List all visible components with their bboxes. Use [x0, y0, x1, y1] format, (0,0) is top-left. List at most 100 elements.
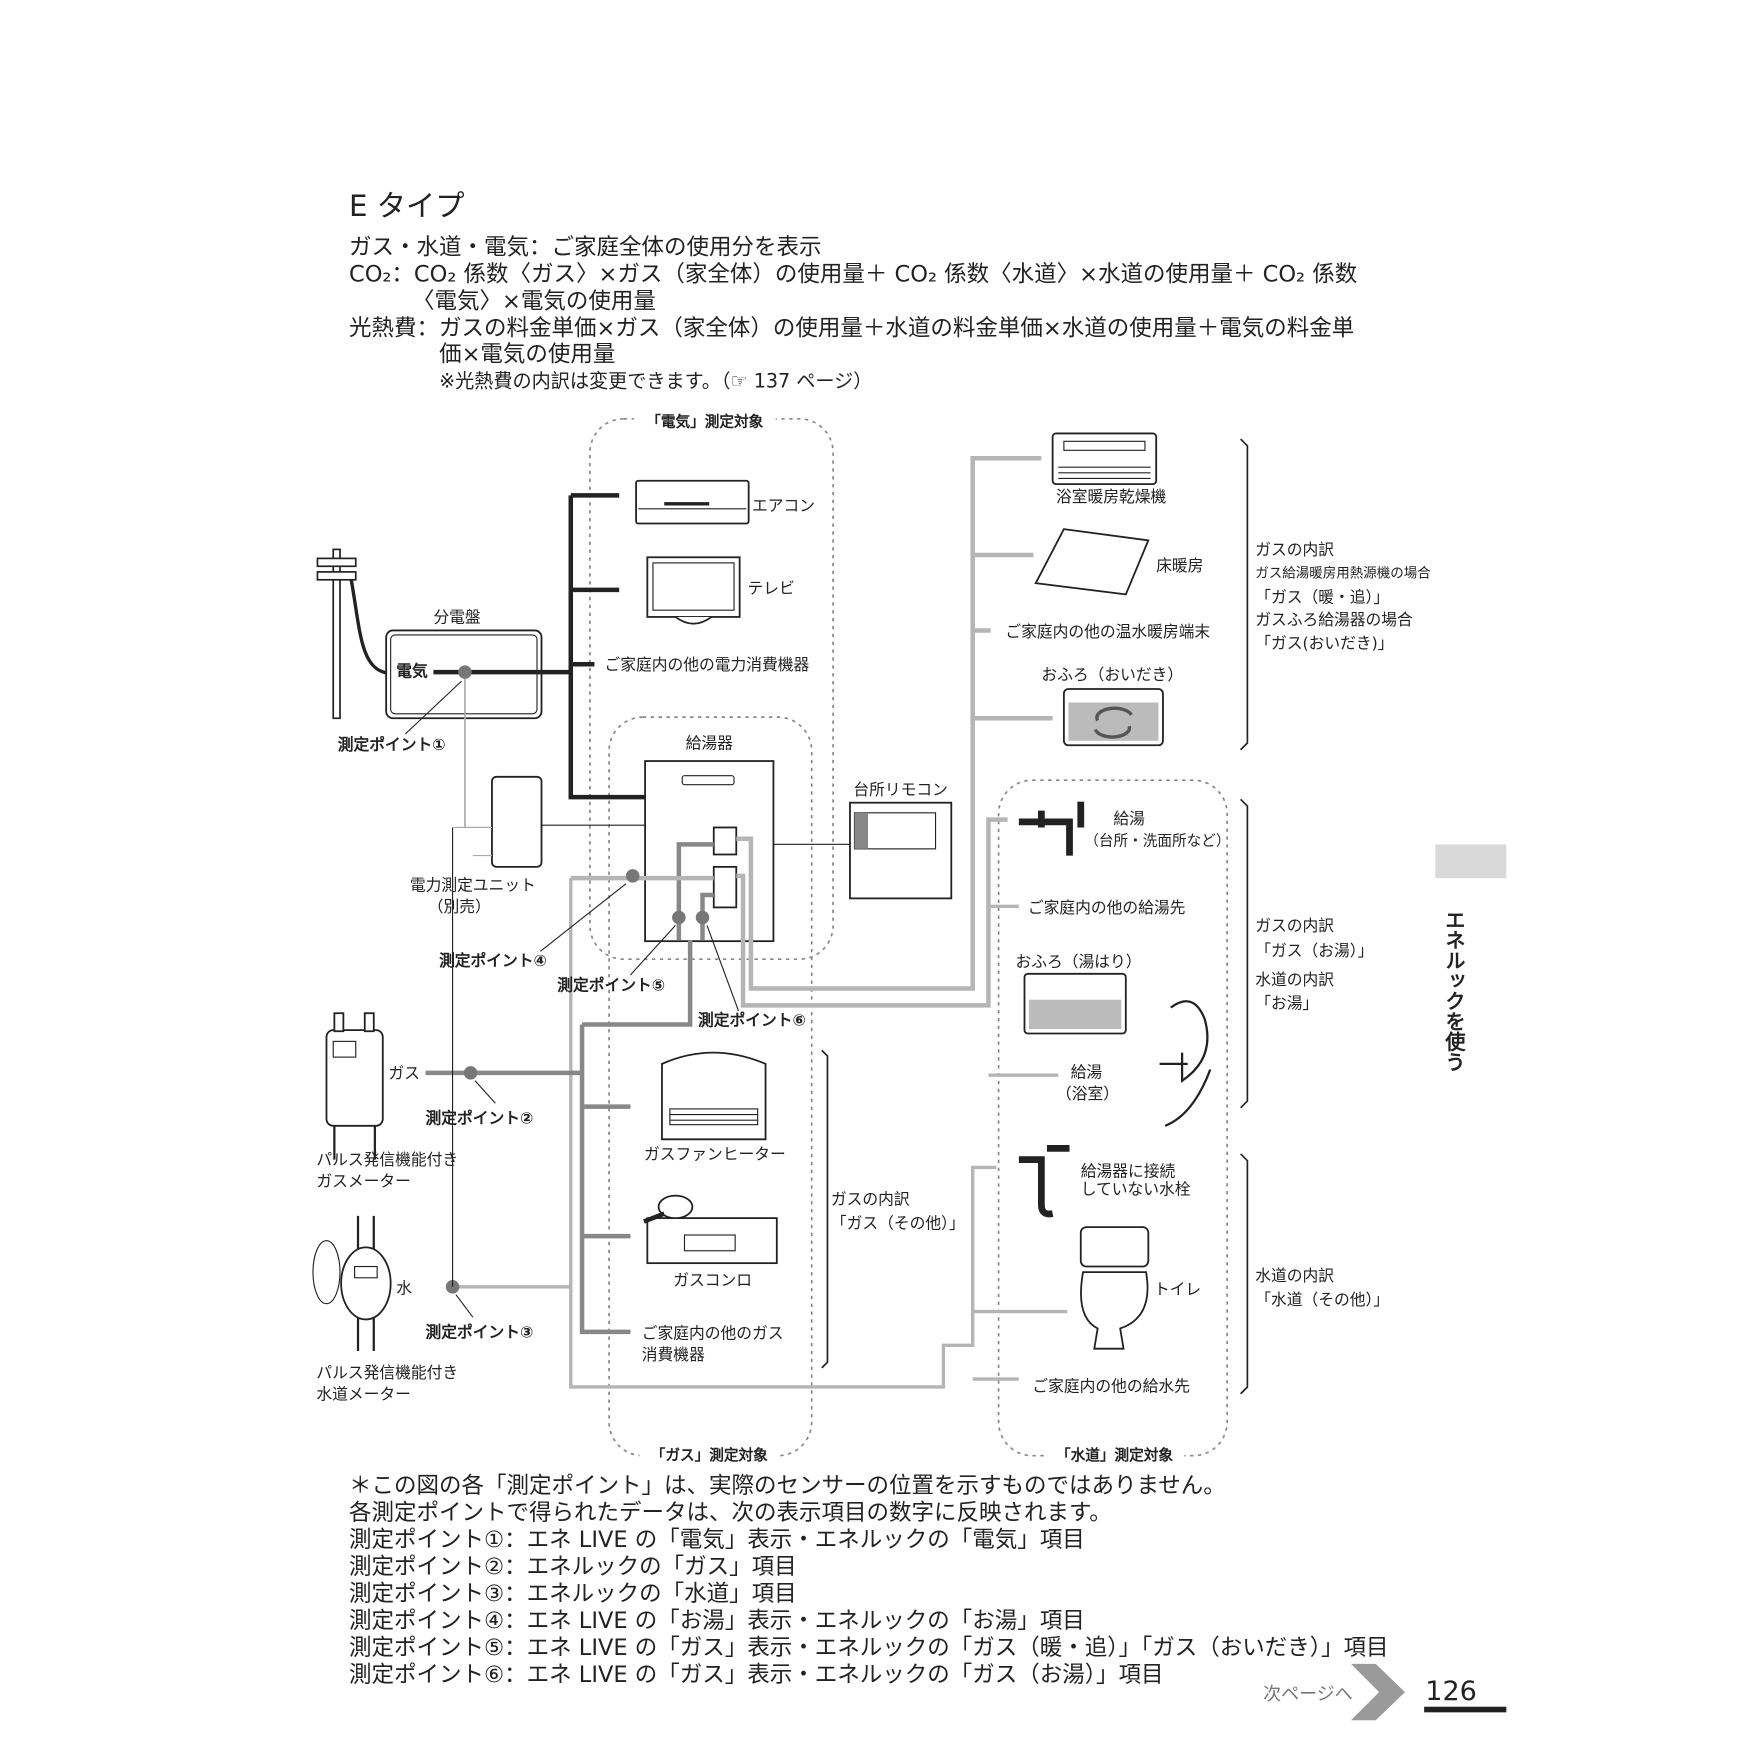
page-heading: E タイプ	[349, 189, 465, 223]
note-line: 「ガス(おいだき)」	[1255, 633, 1393, 652]
other-hot-water-label: ご家庭内の他の給湯先	[1028, 898, 1186, 917]
tap-label: 給湯器に接続	[1081, 1161, 1176, 1180]
kitchen-remote-icon	[849, 801, 953, 900]
note-line: ガスふろ給湯器の場合	[1255, 610, 1413, 629]
water-meter-label: パルス発信機能付き	[316, 1363, 458, 1382]
note-line: ガスの内訳	[831, 1190, 910, 1209]
water-zone-label: 「水道」測定対象	[1056, 1446, 1173, 1464]
bathtub-fill-icon	[1023, 972, 1127, 1035]
measure-point-2-label: 測定ポイント②	[426, 1109, 534, 1128]
tap-label-2: していない水栓	[1081, 1179, 1191, 1198]
bath-reheat-label: おふろ（おいだき）	[1041, 665, 1183, 684]
measure-point-1-label: 測定ポイント①	[338, 735, 446, 754]
measure-point-2-dot	[463, 1066, 478, 1080]
measure-point-5-label: 測定ポイント⑤	[557, 976, 665, 995]
brackets	[821, 438, 1249, 1395]
gas-stove-icon	[643, 1194, 778, 1265]
faucet-icon	[1018, 801, 1085, 856]
intro-text: ガス・水道・電気：ご家庭全体の使用分を表示 CO₂：CO₂ 係数〈ガス〉×ガス（…	[349, 234, 1357, 392]
footer-line: 各測定ポイントで得られたデータは、次の表示項目の数字に反映されます。	[349, 1500, 1112, 1526]
water-zone	[997, 779, 1228, 1457]
other-gas-devices-label-2: 消費機器	[642, 1345, 705, 1364]
page-number-bar	[1424, 1706, 1507, 1713]
panel-electric-label: 電気	[396, 662, 428, 681]
electric-wiring	[433, 493, 646, 800]
floor-heating-icon	[1034, 528, 1150, 596]
note-line: ガス給湯暖房用熱源機の場合	[1255, 565, 1431, 582]
measure-point-1-dot	[458, 665, 472, 679]
toilet-icon	[1079, 1226, 1150, 1350]
next-page-link[interactable]: 次ページへ	[1263, 1663, 1406, 1721]
side-tab-label: エネルックを使う	[1441, 910, 1466, 1072]
measure-point-arrows	[404, 680, 740, 1318]
bathroom-dryer-icon	[1051, 432, 1158, 485]
panel-label: 分電盤	[433, 608, 480, 627]
hot-water-breakdown-note: ガスの内訳 「ガス（お湯）」 水道の内訳 「お湯」	[1255, 916, 1373, 1013]
footer-line: 測定ポイント⑤：エネ LIVE の「ガス」表示・エネルックの「ガス（暖・追）」「…	[349, 1635, 1389, 1661]
gas-zone-label: 「ガス」測定対象	[651, 1446, 768, 1464]
bathroom-dryer-label: 浴室暖房乾燥機	[1056, 487, 1166, 506]
tv-label: テレビ	[748, 578, 795, 597]
note-line: 水道の内訳	[1255, 970, 1334, 989]
measure-point-3-label: 測定ポイント③	[426, 1322, 534, 1341]
note-line: 「ガス（お湯）」	[1255, 941, 1373, 960]
footer-line: 測定ポイント①：エネ LIVE の「電気」表示・エネルックの「電気」項目	[349, 1527, 1085, 1553]
power-unit-note: （別売）	[428, 897, 491, 916]
other-gas-devices-label: ご家庭内の他のガス	[642, 1324, 784, 1343]
air-conditioner-icon	[635, 479, 750, 525]
hot-water-bath-label: 給湯	[1071, 1062, 1103, 1081]
page-number: 126	[1425, 1676, 1477, 1707]
footer-line: 測定ポイント②：エネルックの「ガス」項目	[349, 1554, 797, 1580]
water-line-label: 水	[396, 1279, 412, 1298]
hot-water-bath-note: （浴室）	[1056, 1084, 1119, 1103]
water-tap-icon	[1018, 1144, 1070, 1218]
intro-line: ガス・水道・電気：ご家庭全体の使用分を表示	[349, 234, 822, 260]
water-meter-icon	[312, 1215, 392, 1351]
gas-meter-icon	[325, 1012, 384, 1160]
water-meter-label-2: 水道メーター	[316, 1384, 410, 1403]
bath-fill-label: おふろ（湯はり）	[1016, 952, 1142, 971]
page-reference-note: ※光熱費の内訳は変更できます。（☞ 137 ページ）	[439, 369, 872, 392]
gas-stove-label: ガスコンロ	[673, 1271, 752, 1290]
gas-other-breakdown-note: ガスの内訳 「ガス（その他）」	[831, 1190, 965, 1233]
electric-zone-label: 「電気」測定対象	[646, 413, 763, 431]
note-line: ガスの内訳	[1255, 916, 1334, 935]
measure-point-4-label: 測定ポイント④	[439, 951, 547, 970]
next-page-label[interactable]: 次ページへ	[1263, 1684, 1353, 1705]
measure-point-6-label: 測定ポイント⑥	[698, 1011, 806, 1030]
bathtub-reheat-icon	[1062, 688, 1164, 747]
utility-pole-icon	[316, 548, 389, 720]
hot-water-kitchen-note: （台所・洗面所など）	[1084, 832, 1230, 849]
gas-line-label: ガス	[388, 1064, 420, 1083]
heating-breakdown-note: ガスの内訳 ガス給湯暖房用熱源機の場合 「ガス（暖・追）」 ガスふろ給湯器の場合…	[1255, 540, 1431, 652]
chevron-right-icon[interactable]	[1350, 1663, 1406, 1721]
note-line: 「水道（その他）」	[1255, 1290, 1389, 1309]
gas-meter-label: パルス発信機能付き	[316, 1150, 458, 1169]
side-tab-marker	[1435, 844, 1507, 879]
water-heater-label: 給湯器	[686, 734, 733, 753]
water-heater	[644, 760, 775, 943]
aircon-label: エアコン	[752, 496, 815, 515]
footer-line: 測定ポイント③：エネルックの「水道」項目	[349, 1581, 797, 1607]
kitchen-remote-label: 台所リモコン	[853, 780, 947, 799]
hot-water-kitchen-label: 給湯	[1113, 809, 1145, 828]
power-unit-label: 電力測定ユニット	[410, 876, 536, 895]
water-other-breakdown-note: 水道の内訳 「水道（その他）」	[1255, 1266, 1389, 1309]
intro-line: CO₂：CO₂ 係数〈ガス〉×ガス（家全体）の使用量＋ CO₂ 係数〈水道〉×水…	[349, 261, 1357, 287]
tv-icon	[646, 556, 741, 625]
intro-line: 〈電気〉×電気の使用量	[412, 288, 656, 314]
other-electric-devices-label: ご家庭内の他の電力消費機器	[605, 655, 810, 674]
intro-line: 光熱費：ガスの料金単価×ガス（家全体）の使用量＋水道の料金単価×水道の使用量＋電…	[349, 315, 1354, 341]
power-measurement-unit	[491, 775, 543, 868]
note-line: 「お湯」	[1255, 994, 1318, 1013]
note-line: 「ガス（その他）」	[831, 1213, 965, 1232]
footer-line: 測定ポイント④：エネ LIVE の「お湯」表示・エネルックの「お湯」項目	[349, 1608, 1085, 1634]
intro-line: 価×電気の使用量	[439, 341, 615, 367]
note-line: ガスの内訳	[1255, 540, 1334, 559]
shower-icon	[1159, 1000, 1212, 1127]
footer-line: ＊この図の各「測定ポイント」は、実際のセンサーの位置を示すものではありません。	[349, 1473, 1226, 1499]
footer-notes: ＊この図の各「測定ポイント」は、実際のセンサーの位置を示すものではありません。 …	[349, 1473, 1389, 1688]
floor-heating-label: 床暖房	[1156, 556, 1203, 575]
footer-line: 測定ポイント⑥：エネ LIVE の「ガス」表示・エネルックの「ガス（お湯）」項目	[349, 1662, 1164, 1688]
